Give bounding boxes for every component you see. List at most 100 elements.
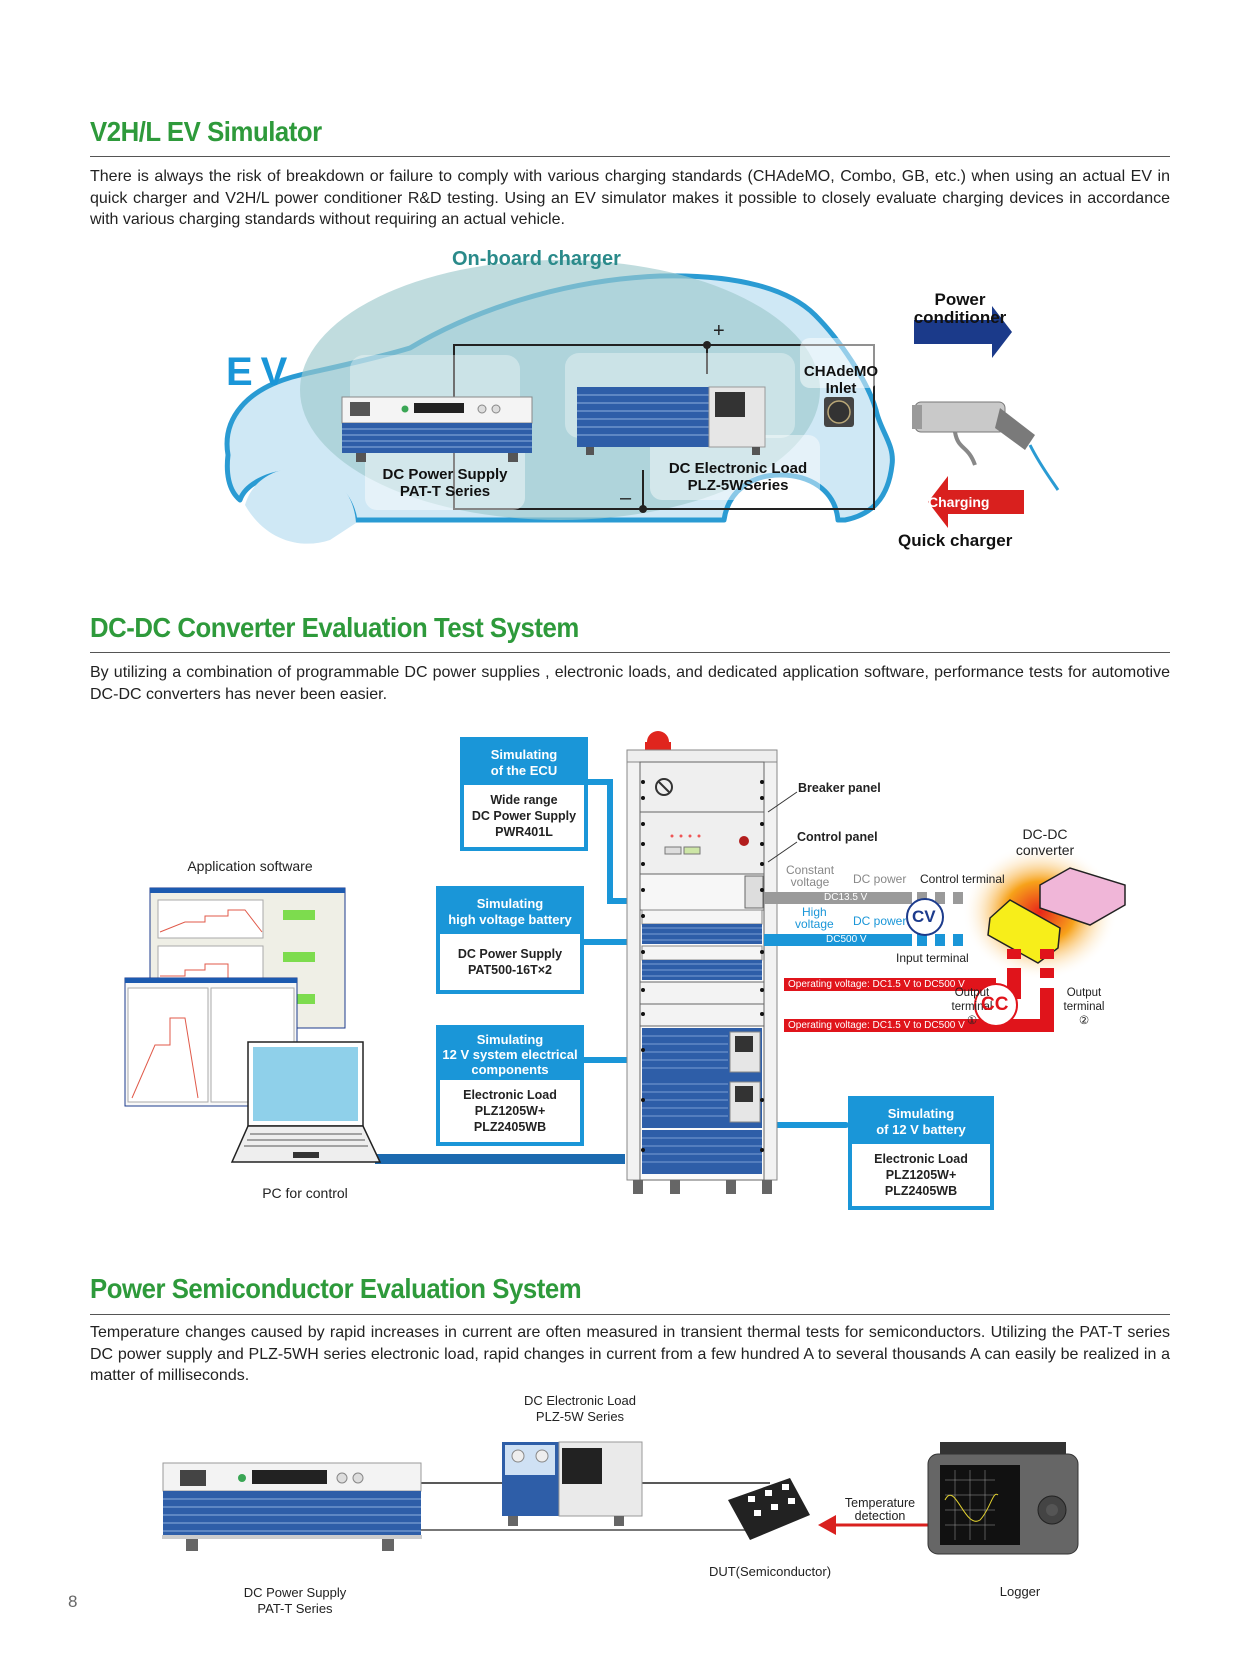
semi-psu-line2: PAT-T Series: [257, 1601, 333, 1616]
chademo-inlet-label: CHAdeMO Inlet: [796, 363, 886, 397]
sim-ecu-body1: Wide range: [490, 793, 558, 807]
power-conditioner-line1: Power: [934, 290, 986, 309]
operating-voltage-label-1: Operating voltage: DC1.5 V to DC500 V: [788, 979, 965, 990]
output2-line1: Output: [1066, 987, 1102, 999]
laptop-image: [230, 1041, 382, 1163]
sim-hv-head1: Simulating: [476, 896, 544, 911]
chademo-inlet-image: [824, 397, 854, 427]
chademo-line2: Inlet: [825, 380, 857, 397]
dc135-label: DC13.5 V: [824, 892, 868, 903]
dcdc-converter-line1: DC-DC: [1022, 826, 1068, 842]
power-conditioner-label: Power conditioner: [900, 291, 1020, 327]
charging-label: Charging: [928, 494, 990, 510]
sim-ecu-body3: PWR401L: [495, 825, 553, 839]
app-software-label: Application software: [187, 858, 313, 874]
constant-voltage-line2: voltage: [790, 875, 830, 889]
section-rule: [90, 1314, 1170, 1315]
sim-ecu-head1: Simulating: [490, 747, 558, 762]
dcdc-converter-line2: converter: [1015, 842, 1075, 858]
dut-label: DUT(Semiconductor): [708, 1564, 832, 1579]
dcdc-converter-label: DC-DC converter: [1000, 826, 1090, 858]
sim-hv-body1: DC Power Supply: [457, 947, 563, 961]
plz-5w-load-image: [502, 1441, 643, 1526]
output2-line3: ②: [1078, 1015, 1090, 1027]
constant-voltage-line1: Constant: [786, 863, 835, 877]
discharge-arrow: [914, 306, 1012, 358]
high-voltage-line2: voltage: [795, 917, 834, 931]
cv-label: CV: [912, 907, 936, 926]
temp-line2: detection: [854, 1509, 906, 1523]
section-title-v2h: V2H/L EV Simulator: [90, 116, 322, 147]
sim-12v-body2: PLZ1205W+: [474, 1104, 546, 1118]
ev-diagram: [224, 260, 1060, 544]
section-rule: [90, 156, 1170, 157]
onboard-charger-area: [300, 260, 820, 520]
psu-label: DC Power Supply PAT-T Series: [365, 466, 525, 500]
onboard-charger-label: On-board charger: [452, 248, 621, 270]
psu-label-line1: DC Power Supply: [382, 466, 508, 483]
cc-badge: [974, 983, 1018, 1027]
input-terminal-label: Input terminal: [896, 951, 969, 965]
charging-arrow: [928, 476, 1024, 528]
sim-ecu-body2: DC Power Supply: [471, 809, 577, 823]
cv-badge: [906, 898, 944, 936]
cc-label: CC: [981, 994, 1009, 1015]
output1-line3: ①: [966, 1015, 978, 1027]
output2-line2: terminal: [1063, 1001, 1105, 1013]
load-label-line1: DC Electronic Load: [668, 460, 808, 477]
output-terminal-1-label: Output terminal ①: [942, 986, 1002, 1028]
sim-12v-head1: Simulating: [476, 1032, 544, 1047]
sim-ecu-head2: of the ECU: [490, 763, 558, 778]
section-title-semi: Power Semiconductor Evaluation System: [90, 1273, 582, 1304]
semiconductor-diagram: [162, 1441, 1079, 1555]
temperature-detection-label: Temperature detection: [835, 1497, 925, 1523]
high-voltage-line1: High: [802, 905, 827, 919]
chademo-line1: CHAdeMO: [803, 363, 879, 380]
sim-12vb-body1: Electronic Load: [874, 1152, 968, 1166]
test-rack-image: [626, 731, 778, 1194]
pat-t-power-supply-image: [162, 1462, 422, 1551]
sim-12vb-body2: PLZ1205W+: [885, 1168, 957, 1182]
sim-12vb-head2: of 12 V battery: [876, 1122, 966, 1137]
output1-line1: Output: [954, 987, 990, 999]
sim-12v-head2: 12 V system electrical: [442, 1047, 578, 1062]
ev-label: EV: [226, 350, 296, 394]
high-voltage-label: High voltage: [795, 906, 834, 930]
sim-12v-body3: PLZ2405WB: [473, 1120, 547, 1134]
dc-power-supply-pat-t-image: [341, 396, 533, 462]
discharge-label: Discharge: [922, 345, 990, 361]
plus-terminal: +: [713, 320, 725, 342]
section-title-dcdc: DC-DC Converter Evaluation Test System: [90, 612, 579, 643]
dcdc-converter-image: [987, 867, 1126, 964]
section-body-dcdc: By utilizing a combination of programmab…: [90, 664, 1170, 703]
semi-load-label: DC Electronic Load PLZ-5W Series: [505, 1393, 655, 1425]
logger-label: Logger: [999, 1584, 1041, 1599]
output1-line2: terminal: [951, 1001, 993, 1013]
page-number: 8: [68, 1592, 78, 1611]
dcdc-diagram: [124, 731, 1126, 1194]
psu-label-line2: PAT-T Series: [399, 483, 491, 500]
load-label-line2: PLZ-5WSeries: [687, 477, 789, 494]
load-label: DC Electronic Load PLZ-5WSeries: [648, 460, 828, 494]
semi-psu-label: DC Power Supply PAT-T Series: [220, 1585, 370, 1617]
output-terminal-2-label: Output terminal ②: [1054, 986, 1114, 1028]
quick-charger-label: Quick charger: [898, 531, 1013, 550]
dc-power-blue-label: DC power: [853, 914, 907, 928]
semi-psu-line1: DC Power Supply: [243, 1585, 347, 1600]
dc-electronic-load-plz-5w-image: [577, 386, 766, 455]
quick-charger-connector-image: [912, 401, 1060, 491]
temp-line1: Temperature: [844, 1496, 916, 1510]
sim-12vb-body3: PLZ2405WB: [884, 1184, 958, 1198]
control-terminal-label: Control terminal: [920, 872, 1005, 886]
section-rule: [90, 652, 1170, 653]
logger-image: [927, 1442, 1079, 1555]
section-body-semi: Temperature changes caused by rapid incr…: [90, 1324, 1170, 1384]
pc-for-control-label: PC for control: [262, 1185, 348, 1201]
power-conditioner-line2: conditioner: [913, 308, 1007, 327]
operating-voltage-label-2: Operating voltage: DC1.5 V to DC500 V: [788, 1020, 965, 1031]
sim-12vb-head1: Simulating: [887, 1106, 955, 1121]
